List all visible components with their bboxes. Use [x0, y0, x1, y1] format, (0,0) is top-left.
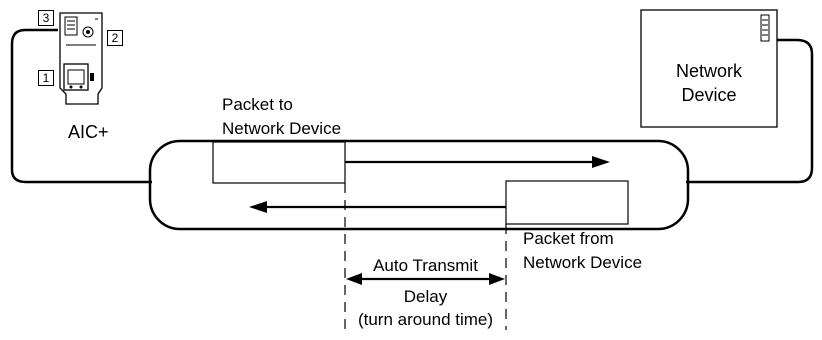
left-cable: [10, 28, 152, 184]
delay-label-2: Delay: [403, 287, 448, 306]
aic-label: AIC+: [68, 122, 109, 142]
network-device-box: [640, 9, 778, 128]
delay-label-1: Auto Transmit: [373, 256, 478, 275]
packet-out-label-1: Packet to: [222, 95, 293, 114]
packet-in-label-2: Network Device: [523, 253, 643, 272]
packet-in-label-1: Packet from: [523, 229, 614, 248]
packet-in-box: [505, 180, 629, 225]
network-device-label-2: Device: [681, 85, 737, 105]
callout-1: 1: [38, 70, 54, 86]
aic-device-icon: [59, 12, 103, 105]
delay-label-3: (turn around time): [357, 310, 494, 329]
packet-out-label-2: Network Device: [222, 119, 342, 138]
callout-2: 2: [107, 30, 123, 46]
transmission-pipe: [148, 139, 690, 231]
network-device-label-1: Network: [675, 61, 742, 81]
callout-3: 3: [38, 10, 54, 26]
packet-out-box: [212, 141, 346, 184]
right-cable: [686, 38, 814, 184]
